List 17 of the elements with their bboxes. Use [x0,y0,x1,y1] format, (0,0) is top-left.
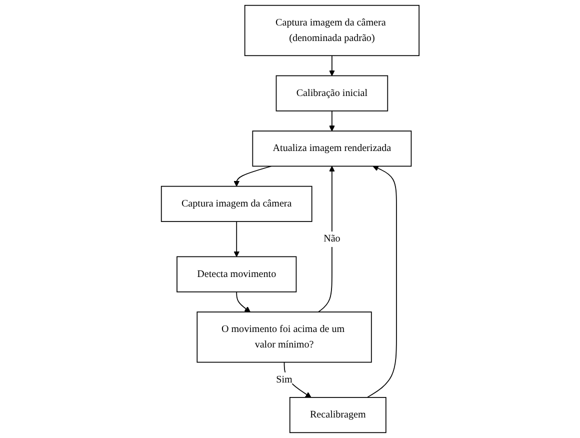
edge-label: Não [323,234,340,244]
node-box: O movimento foi acima de um valor mínimo? [196,312,372,363]
edge-label: Sim [276,374,292,386]
node-box: Captura imagem da câmera [160,186,312,222]
arrow [328,55,335,76]
node-box: Recalibragem [289,397,386,434]
arrow [284,362,312,398]
node-box: Atualiza imagem renderizada [252,130,412,167]
arrow [328,110,335,132]
node-box: Captura imagem da câmera (denominada padrão) [244,4,420,56]
arrow [366,166,397,398]
arrow [233,221,240,257]
arrow [236,291,250,312]
arrow [233,166,272,187]
node-box: Calibração inicial [276,75,388,112]
node-box: Detecta movimento [176,256,296,292]
arrow [318,166,335,312]
